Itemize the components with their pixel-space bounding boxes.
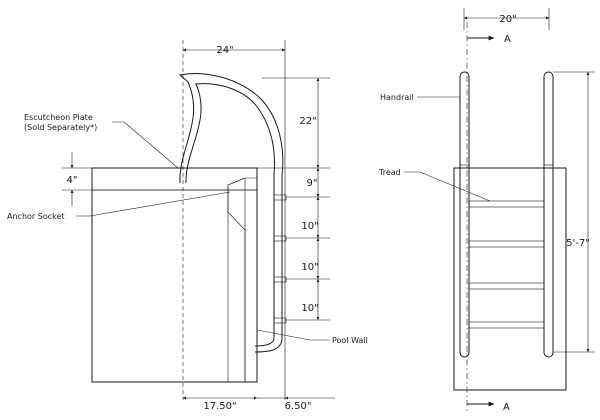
- front-treads: [468, 200, 545, 329]
- side-step-ends: [273, 194, 287, 324]
- dim-top-width: 24": [216, 45, 233, 56]
- label-escutcheon-line1: Escutcheon Plate: [24, 113, 93, 122]
- pool-wall-leader: [256, 329, 330, 341]
- dim-first-step: 9": [307, 178, 318, 189]
- label-anchor-socket: Anchor Socket: [7, 212, 65, 221]
- tread-leader: [404, 171, 491, 202]
- dim-bottom-right: 6.50": [285, 401, 312, 412]
- label-pool-wall: Pool Wall: [332, 336, 368, 345]
- label-tread: Tread: [378, 168, 401, 177]
- side-view: 24" 22" 4" 9" 10" 10" 10" 17.5: [7, 40, 368, 412]
- section-label-top: A: [504, 34, 511, 45]
- dim-handrail-height: 22": [299, 116, 316, 127]
- section-label-bottom: A: [503, 402, 510, 413]
- front-view: 20" 5'-7" A A Handrail Tread: [378, 8, 595, 413]
- label-escutcheon-line2: (Sold Separately*): [24, 123, 97, 132]
- anchor-socket-leader: [76, 191, 231, 217]
- dim-step-3: 10": [301, 262, 318, 273]
- escutcheon-leader: [112, 121, 179, 169]
- concrete-deck: [91, 167, 258, 383]
- dim-front-width: 20": [499, 14, 516, 25]
- label-handrail: Handrail: [380, 93, 414, 102]
- step-spacing-dims: [257, 167, 330, 321]
- dim-deck-thickness: 4": [67, 175, 78, 186]
- front-handrails: [459, 71, 554, 358]
- front-wall-outline: [453, 167, 567, 391]
- side-handrail: [178, 73, 284, 353]
- dim-front-height: 5'-7": [566, 238, 590, 249]
- dim-bottom-left: 17.50": [203, 401, 236, 412]
- dim-step-4: 10": [301, 303, 318, 314]
- anchor-socket-shape: [227, 177, 258, 383]
- dim-step-2: 10": [301, 221, 318, 232]
